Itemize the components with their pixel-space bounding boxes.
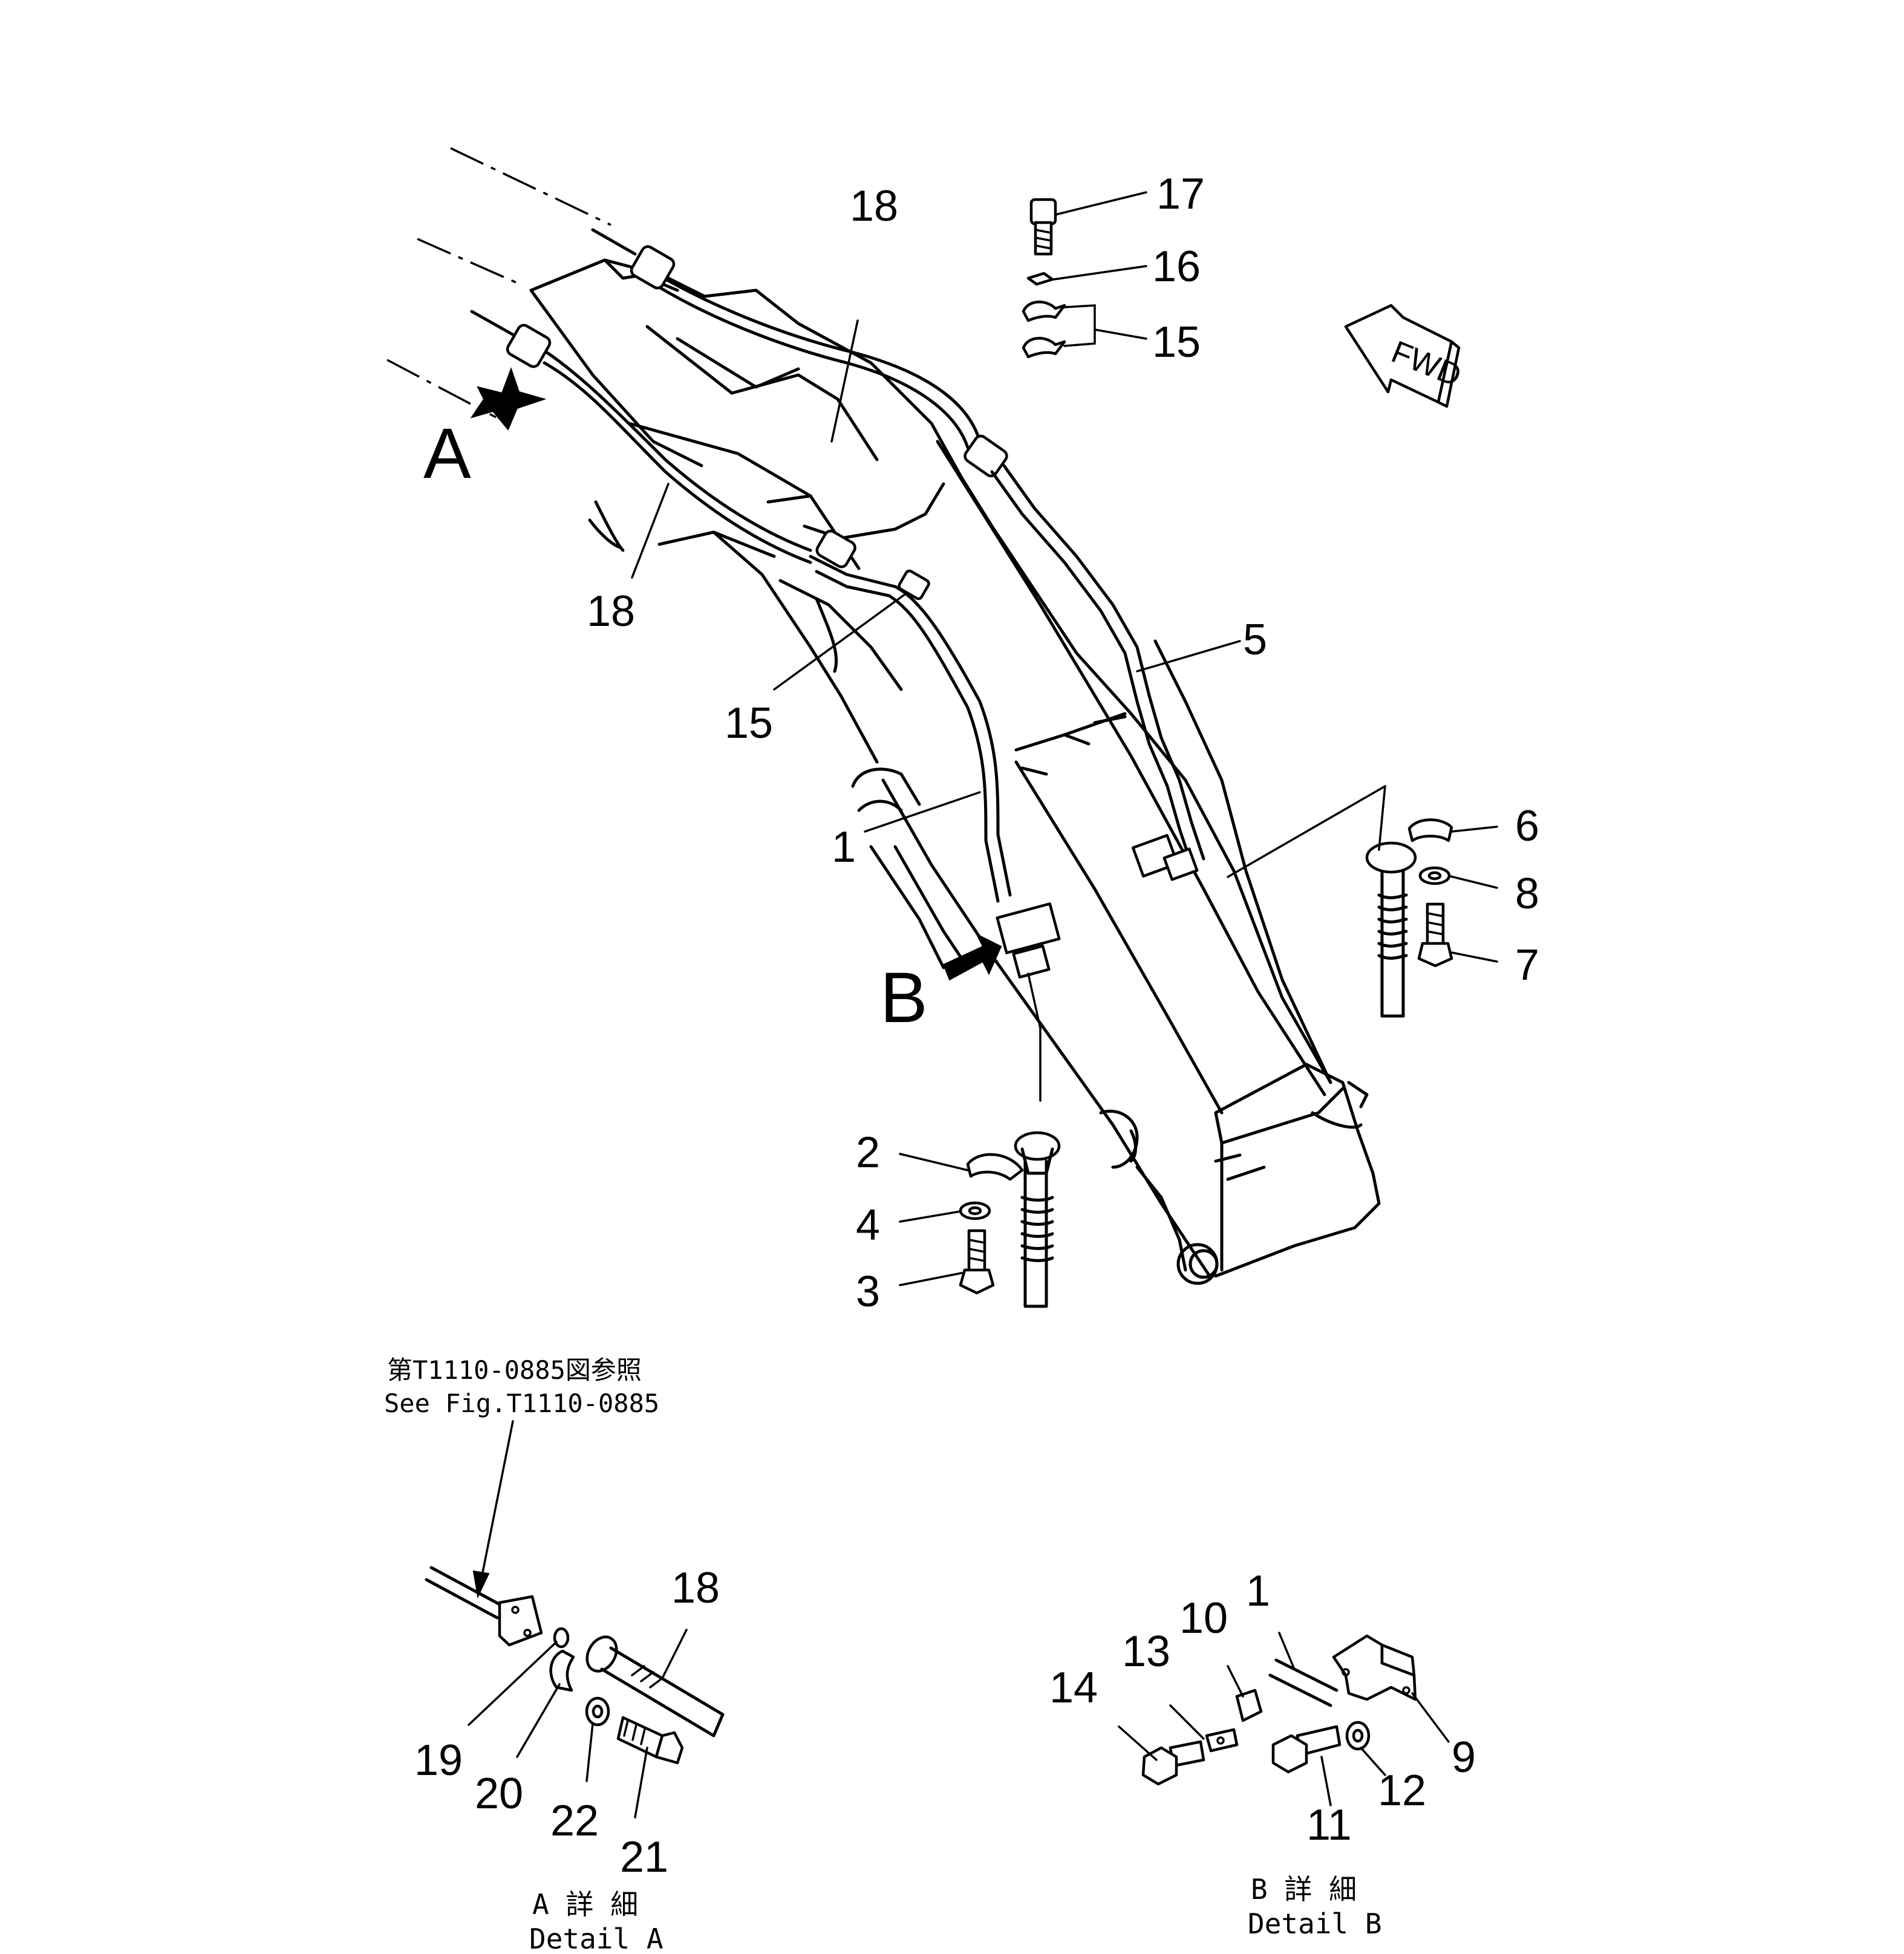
- callout-1-detail: 1: [1246, 1567, 1270, 1615]
- callout-15-top: 15: [1152, 318, 1201, 366]
- boom-body: [386, 147, 1381, 1285]
- view-letter-b: B: [880, 958, 928, 1038]
- callout-6: 6: [1515, 802, 1539, 850]
- callout-7: 7: [1515, 941, 1539, 989]
- callout-12: 12: [1378, 1767, 1426, 1815]
- callout-22: 22: [550, 1797, 599, 1845]
- callout-18-left: 18: [587, 587, 635, 636]
- detail-b-title-en: Detail B: [1248, 1907, 1382, 1940]
- view-letter-a: A: [423, 414, 471, 493]
- hose-and-pipe-lines: [470, 228, 1417, 1308]
- detail-a-title-jp: A 詳 細: [532, 1888, 638, 1921]
- callout-15-left: 15: [725, 699, 773, 747]
- detail-b-title-jp: B 詳 細: [1251, 1873, 1357, 1906]
- callout-13: 13: [1122, 1627, 1170, 1676]
- callout-1: 1: [832, 823, 856, 871]
- callout-numbers: 17 16 15 18 18 15 1 5 6 8 7 2 4 3 18 19 …: [414, 170, 1539, 1881]
- callout-18-top: 18: [850, 182, 898, 230]
- callout-3: 3: [856, 1268, 880, 1316]
- reference-jp: 第T1110-0885図参照: [387, 1355, 642, 1385]
- callout-14: 14: [1049, 1664, 1098, 1712]
- callout-8: 8: [1515, 870, 1539, 918]
- reference-en: See Fig.T1110-0885: [384, 1389, 659, 1418]
- callout-21: 21: [620, 1833, 668, 1881]
- callout-2: 2: [856, 1128, 880, 1177]
- exploded-parts: [959, 198, 1453, 1295]
- callout-5: 5: [1243, 616, 1267, 664]
- detail-b-drawing: [1118, 1632, 1450, 1806]
- leader-lines: [631, 191, 1498, 1286]
- detail-a-drawing: [425, 1420, 725, 1819]
- callout-19: 19: [414, 1736, 463, 1785]
- callout-17: 17: [1156, 170, 1205, 218]
- callout-9: 9: [1452, 1733, 1476, 1782]
- callout-4: 4: [856, 1201, 880, 1249]
- detail-a-title-en: Detail A: [529, 1923, 663, 1954]
- view-arrow-a: [470, 367, 547, 431]
- callout-16: 16: [1152, 243, 1201, 291]
- callout-18-detail: 18: [671, 1564, 720, 1612]
- forward-direction-arrow: [1344, 304, 1461, 408]
- callout-10: 10: [1179, 1594, 1228, 1643]
- callout-20: 20: [475, 1770, 523, 1818]
- view-arrow-b: [942, 933, 1002, 981]
- callout-11: 11: [1306, 1801, 1352, 1849]
